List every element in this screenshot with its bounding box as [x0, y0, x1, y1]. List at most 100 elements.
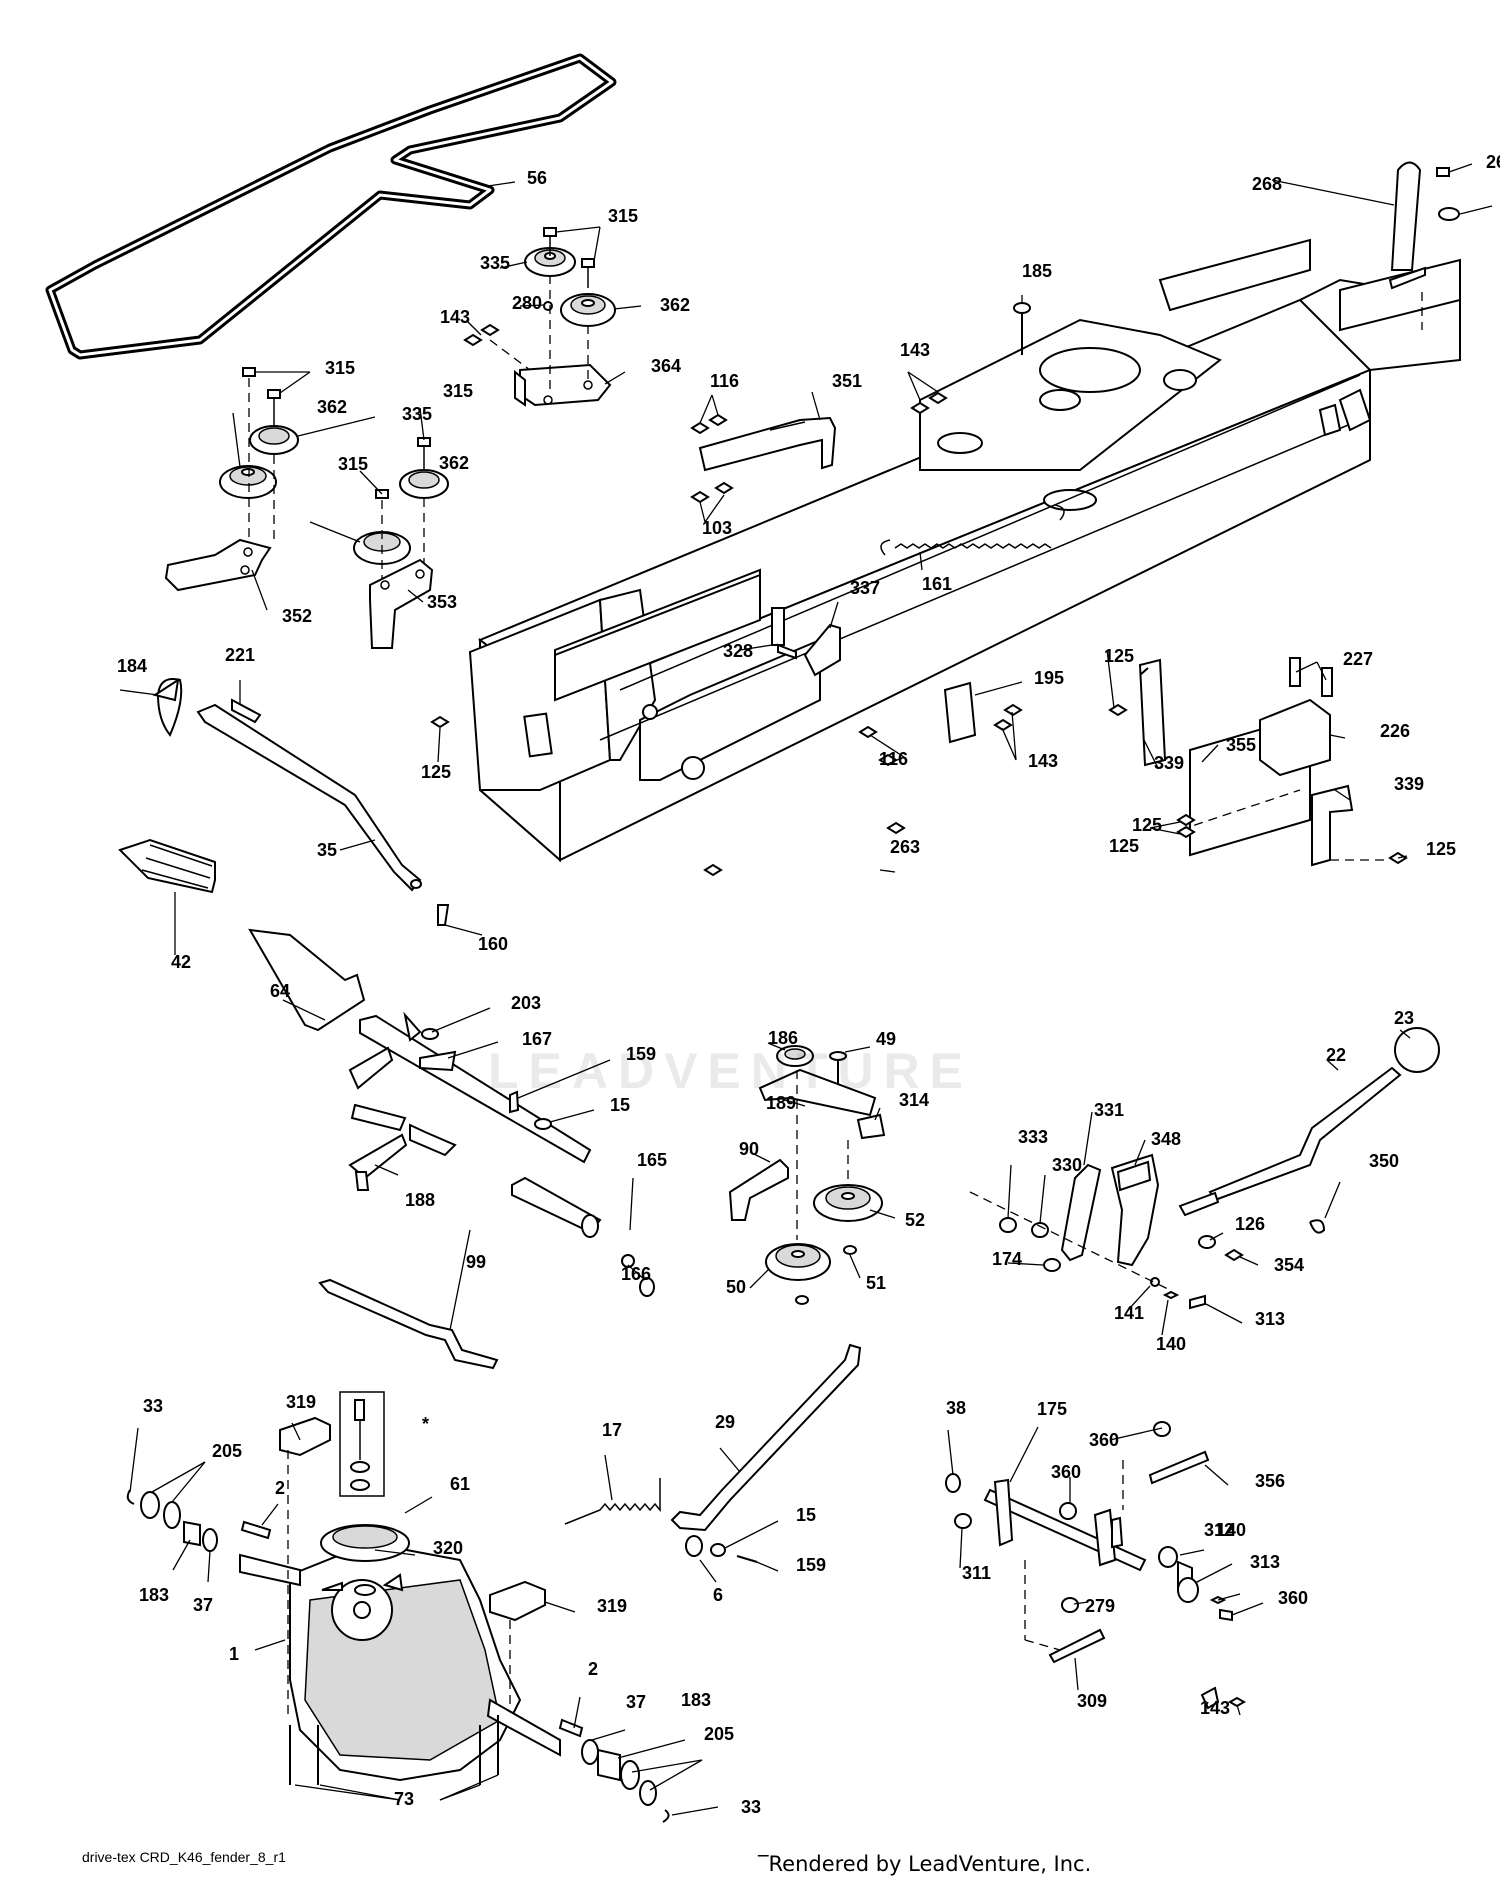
part-callout: 337: [850, 578, 880, 598]
part-callout: 17: [602, 1420, 622, 1440]
part-callout: 175: [1037, 1399, 1067, 1419]
part-callout: 29: [715, 1412, 735, 1432]
part-callout: 189: [766, 1093, 796, 1113]
center-pulleys: [728, 1045, 886, 1305]
part-callout: 360: [1051, 1462, 1081, 1482]
part-callout: 64: [270, 981, 290, 1001]
part-callout: 126: [1235, 1214, 1265, 1234]
part-callout: 185: [1022, 261, 1052, 281]
part-callout: 335: [480, 253, 510, 273]
part-callout: 166: [621, 1264, 651, 1284]
part-callout: 315: [608, 206, 638, 226]
part-callout: 23: [1394, 1008, 1414, 1028]
part-callout: 348: [1151, 1129, 1181, 1149]
part-callout: 360: [1278, 1588, 1308, 1608]
part-callout: 99: [466, 1252, 486, 1272]
bracket-351: [690, 413, 837, 504]
part-callout: 141: [1114, 1303, 1144, 1323]
shift-lever-group: [969, 1027, 1440, 1310]
part-callout: 331: [1094, 1100, 1124, 1120]
part-callout: *: [422, 1414, 429, 1434]
part-callout: 140: [1156, 1334, 1186, 1354]
render-credit: ‾Rendered by LeadVenture, Inc.: [758, 1852, 1092, 1876]
rod-99: [318, 1278, 499, 1370]
part-callout: 227: [1343, 649, 1373, 669]
part-callout: 184: [117, 656, 147, 676]
part-callout: 42: [171, 952, 191, 972]
part-callout: 226: [1380, 721, 1410, 741]
pedal-shaft-64: [248, 928, 655, 1297]
left-control-parts: [118, 677, 450, 926]
part-callout: 73: [394, 1789, 414, 1809]
part-callout: 352: [282, 606, 312, 626]
spring-and-rod: [564, 1343, 862, 1563]
part-callout: 203: [511, 993, 541, 1013]
part-callout: 159: [626, 1044, 656, 1064]
part-callout: 356: [1255, 1471, 1285, 1491]
part-callout: 205: [212, 1441, 242, 1461]
part-callout: 125: [1104, 646, 1134, 666]
part-callout: 51: [866, 1273, 886, 1293]
part-callout: 38: [946, 1398, 966, 1418]
part-callout: 312: [1204, 1520, 1234, 1540]
part-callout: 143: [900, 340, 930, 360]
part-callout: 351: [832, 371, 862, 391]
left-pulley-group: [164, 367, 449, 649]
part-callout: 319: [286, 1392, 316, 1412]
part-callout: 186: [768, 1028, 798, 1048]
part-callout: 195: [1034, 668, 1064, 688]
part-callout: 103: [702, 518, 732, 538]
part-callout: 319: [597, 1596, 627, 1616]
part-callout: 335: [402, 404, 432, 424]
part-callout: 320: [433, 1538, 463, 1558]
part-callout: 364: [651, 356, 681, 376]
part-callout: 35: [317, 840, 337, 860]
drive-belt: [45, 53, 617, 360]
part-callout: 315: [325, 358, 355, 378]
part-callout: 188: [405, 1190, 435, 1210]
part-callout: 116: [879, 749, 908, 769]
part-callout: 362: [439, 453, 469, 473]
part-callout: 328: [723, 641, 753, 661]
part-callout: 2: [588, 1659, 598, 1679]
part-callout: 353: [427, 592, 457, 612]
part-callout: 330: [1052, 1155, 1082, 1175]
part-callout: 143: [1200, 1698, 1230, 1718]
part-callout: 37: [193, 1595, 213, 1615]
part-callout: 313: [1255, 1309, 1285, 1329]
part-callout: 221: [225, 645, 255, 665]
part-callout: 279: [1085, 1596, 1115, 1616]
idler-bracket-upper: [514, 363, 612, 407]
part-callout: 33: [741, 1797, 761, 1817]
part-callout: 360: [1089, 1430, 1119, 1450]
part-callout: 56: [527, 168, 547, 188]
part-callout: 2: [275, 1478, 285, 1498]
part-callout: 161: [922, 574, 952, 594]
part-callout: 174: [992, 1249, 1022, 1269]
part-callout: 339: [1394, 774, 1424, 794]
part-callout: 15: [796, 1505, 816, 1525]
part-callout: 33: [143, 1396, 163, 1416]
part-callout: 167: [522, 1029, 552, 1049]
part-callout: 280: [512, 293, 542, 313]
part-callout: 37: [626, 1692, 646, 1712]
part-callout: 333: [1018, 1127, 1048, 1147]
part-callout: 143: [1028, 751, 1058, 771]
part-callout: 314: [899, 1090, 929, 1110]
part-callout: 49: [876, 1029, 896, 1049]
part-callout: 159: [796, 1555, 826, 1575]
part-callout: 125: [421, 762, 451, 782]
part-callout: 50: [726, 1277, 746, 1297]
leader-lines: [119, 163, 1493, 1816]
part-callout: 52: [905, 1210, 925, 1230]
watermark: LEADVENTURE: [488, 1043, 974, 1099]
tractor-frame: [430, 161, 1461, 877]
part-callout: 205: [704, 1724, 734, 1744]
part-callout: 61: [450, 1474, 470, 1494]
part-callout: 160: [478, 934, 508, 954]
part-callout: 362: [317, 397, 347, 417]
part-callout: 125: [1426, 839, 1456, 859]
